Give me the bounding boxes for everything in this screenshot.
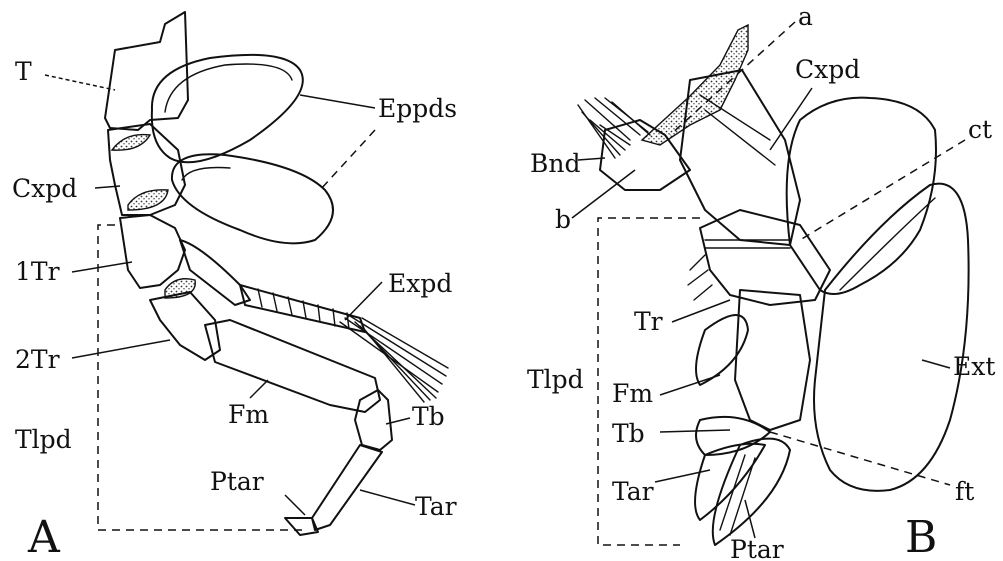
label-b-ptar: Ptar — [730, 535, 784, 561]
label-a-ptar: Ptar — [210, 467, 264, 496]
label-a-2tr: 2Tr — [15, 345, 60, 374]
label-a-expd: Expd — [388, 269, 452, 298]
label-b-ft: ft — [955, 477, 974, 506]
label-b-tb: Tb — [612, 419, 645, 448]
label-b-cxpd: Cxpd — [795, 55, 860, 84]
label-a-cxpd: Cxpd — [12, 174, 77, 203]
label-b-fm: Fm — [612, 379, 653, 408]
label-b-a: a — [798, 2, 813, 31]
panel-a-labels: T Eppds Cxpd 1Tr Expd 2Tr Tlpd Fm Tb Pta… — [12, 57, 457, 561]
panel-a-letter: A — [27, 512, 61, 561]
label-b-tlpd: Tlpd — [527, 365, 584, 394]
label-a-fm: Fm — [228, 400, 269, 429]
label-a-tar: Tar — [415, 492, 457, 521]
panel-b-letter: B — [905, 512, 937, 561]
label-b-tar: Tar — [612, 477, 654, 506]
label-a-eppds: Eppds — [378, 94, 457, 123]
panel-b-drawing — [572, 22, 969, 545]
label-a-1tr: 1Tr — [15, 257, 60, 286]
label-b-tr: Tr — [634, 307, 663, 336]
label-b-ct: ct — [968, 115, 992, 144]
label-a-t: T — [15, 57, 32, 86]
label-a-tb: Tb — [412, 402, 445, 431]
label-b-bnd: Bnd — [530, 149, 580, 178]
label-a-tlpd: Tlpd — [15, 425, 72, 454]
label-b-b: b — [555, 205, 571, 234]
label-b-ext: Ext — [953, 352, 995, 381]
